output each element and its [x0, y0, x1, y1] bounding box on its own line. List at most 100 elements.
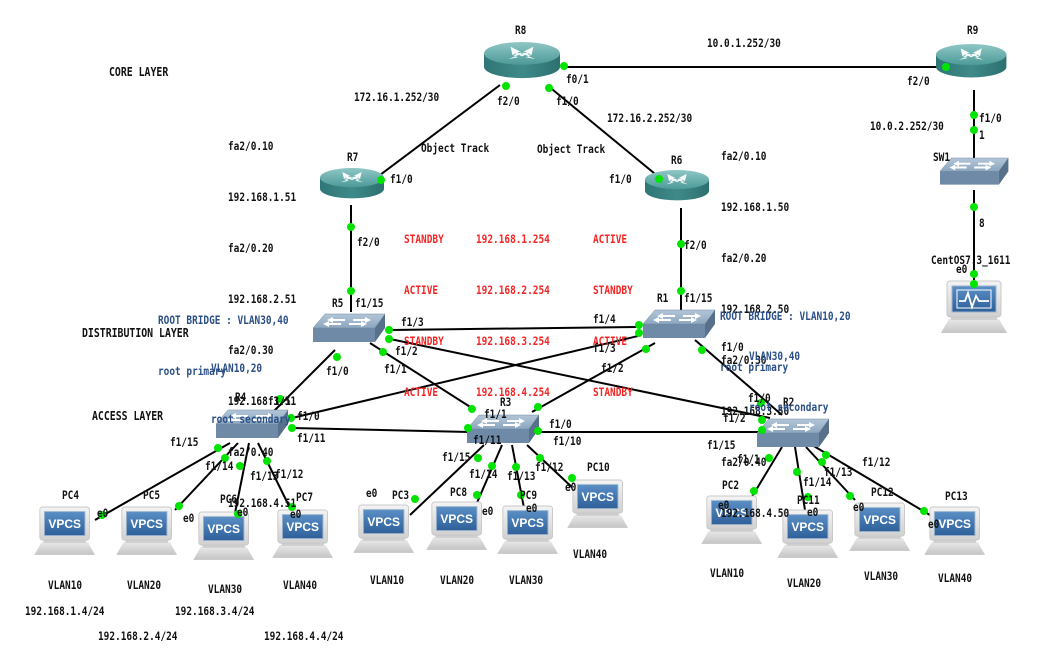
port-label: f1/15 [170, 435, 199, 449]
device-label-pc7: PC7 [296, 490, 314, 504]
device-label-pc13: PC13 [945, 489, 968, 503]
port-status-dot [642, 345, 650, 353]
switch-r5[interactable] [312, 313, 386, 343]
vpcs-pc10[interactable]: VPCS [566, 479, 629, 529]
port-status-dot [970, 280, 978, 288]
vlan-label-pc4: VLAN10 [48, 578, 83, 592]
port-label: 8 [979, 216, 985, 230]
vpcs-pc7[interactable]: VPCS [271, 509, 334, 559]
vpcs-pc8[interactable]: VPCS [425, 501, 488, 551]
port-label: f1/11 [473, 433, 502, 447]
port-status-dot [698, 346, 706, 354]
port-status-dot [765, 454, 773, 462]
hsrp-vip: 192.168.3.254 [476, 334, 550, 348]
port-label: f1/14 [803, 475, 832, 489]
device-label-r6: R6 [671, 153, 683, 167]
hsrp-state: STANDBY [404, 232, 444, 246]
r6-subif-line: fa2/0.10 [721, 149, 767, 163]
monitor-waveform-icon [959, 290, 989, 310]
vpcs-pc4[interactable]: VPCS [33, 506, 96, 556]
vpcs-pc6[interactable]: VPCS [192, 511, 255, 561]
port-status-dot [347, 287, 355, 295]
link-r4-pc5 [174, 442, 239, 511]
r7-subinterface-list: fa2/0.10 192.168.1.51 fa2/0.20 192.168.2… [228, 104, 296, 529]
device-label-r4: R4 [235, 390, 247, 404]
router-r9[interactable] [936, 44, 1007, 78]
port-label: e0 [565, 480, 577, 494]
port-label: f1/12 [275, 467, 304, 481]
port-label: f1/1 [268, 394, 291, 408]
port-label: e0 [97, 506, 109, 520]
router-r6[interactable] [645, 170, 709, 201]
port-status-dot [236, 462, 244, 470]
vpcs-icon-text: VPCS [938, 517, 971, 531]
port-status-dot [793, 468, 801, 476]
device-label-pc2: PC2 [722, 478, 740, 492]
port-status-dot [175, 502, 183, 510]
port-status-dot [750, 487, 758, 495]
stp-line: root secondary [749, 400, 829, 414]
link-r4-pc6 [233, 442, 250, 519]
port-label: f1/14 [205, 459, 234, 473]
link-r8-r7 [379, 84, 501, 176]
port-status-dot [385, 326, 393, 334]
vpcs-icon-text: VPCS [286, 520, 319, 534]
port-status-dot [970, 270, 978, 278]
hsrp-vip: 192.168.1.254 [476, 232, 550, 246]
vpcs-pc2[interactable]: VPCS [700, 495, 763, 545]
vpcs-icon-text: VPCS [440, 512, 473, 526]
stp-line: VLAN30,40 [749, 349, 801, 363]
link-r5-r4 [264, 349, 336, 421]
vpcs-pc12[interactable]: VPCS [848, 502, 911, 552]
vpcs-pc5[interactable]: VPCS [115, 506, 178, 556]
port-label: f1/13 [507, 469, 536, 483]
port-status-dot [98, 511, 106, 519]
port-label: f1/15 [355, 296, 384, 310]
link-r1-r4 [291, 335, 639, 419]
port-label: f1/0 [609, 172, 632, 186]
port-status-dot [464, 424, 472, 432]
hsrp-r6-states: ACTIVE STANDBY ACTIVE STANDBY [593, 197, 633, 418]
port-status-dot [234, 510, 242, 518]
device-label-sw1: SW1 [933, 150, 951, 164]
r7-subif-line: 192.168.3.51 [228, 394, 297, 408]
switch-sw1[interactable] [939, 157, 1009, 186]
port-status-dot [758, 416, 766, 424]
vpcs-pc13[interactable]: VPCS [923, 506, 986, 556]
r6-subif-line: 192.168.4.50 [721, 506, 790, 520]
port-status-dot [468, 405, 476, 413]
distribution-layer-label: DISTRIBUTION LAYER [82, 326, 189, 340]
port-status-dot [677, 287, 685, 295]
port-label: f1/12 [862, 455, 891, 469]
port-label: f1/4 [593, 312, 616, 326]
port-status-dot [517, 491, 525, 499]
port-status-dot [473, 491, 481, 499]
router-r8[interactable] [484, 42, 560, 79]
port-label: f1/1 [484, 407, 507, 421]
host-centos[interactable] [940, 280, 1008, 334]
link-r2-pc12 [805, 446, 856, 501]
port-status-dot [536, 454, 544, 462]
ip-vlan20: 192.168.2.4/24 [98, 629, 178, 643]
r6-subif-line: fa2/0.20 [721, 251, 767, 265]
vpcs-pc3[interactable]: VPCS [352, 504, 415, 554]
port-label: f1/15 [684, 291, 713, 305]
vpcs-icon-text: VPCS [715, 506, 748, 520]
vpcs-pc9[interactable]: VPCS [496, 505, 559, 555]
link-r8-r6 [546, 84, 661, 179]
vpcs-pc11[interactable]: VPCS [776, 509, 839, 559]
port-status-dot [560, 62, 568, 70]
switch-r1[interactable] [642, 309, 716, 339]
link-r5-r3 [369, 342, 476, 411]
port-label: e0 [718, 498, 730, 512]
r6-subif-line: 192.168.2.50 [721, 302, 790, 316]
r6-subif-line: 192.168.1.50 [721, 200, 790, 214]
port-status-dot [757, 399, 765, 407]
port-status-dot [411, 495, 419, 503]
vlan-label-pc12: VLAN30 [864, 569, 899, 583]
device-label-r2: R2 [783, 395, 795, 409]
router-r7[interactable] [320, 168, 384, 199]
link-r4-r3 [291, 427, 471, 433]
r6-subinterface-list: fa2/0.10 192.168.1.50 fa2/0.20 192.168.2… [721, 114, 789, 539]
